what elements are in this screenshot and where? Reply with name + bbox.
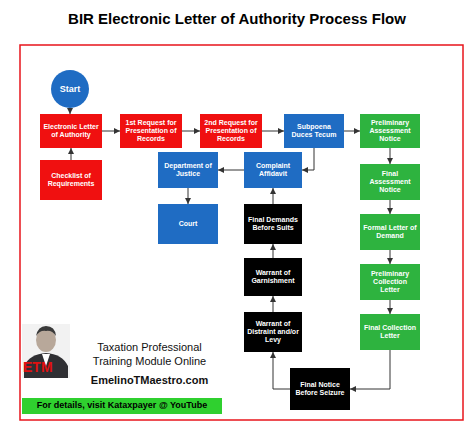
red-frame (20, 45, 463, 420)
node-text: Electronic Letter of Authority (43, 123, 99, 139)
node-text: 2nd Request for Presentation of Records (203, 119, 259, 143)
process-box: Warrant of Distraint and/or Levy (244, 312, 302, 352)
process-box: Subpoena Duces Tecum (284, 114, 344, 148)
node-text: Start (60, 84, 81, 94)
logo-hair (36, 326, 56, 336)
node-text: Complaint Affidavit (247, 162, 299, 178)
flow-arrow (262, 131, 284, 132)
process-box: 2nd Request for Presentation of Records (200, 114, 262, 148)
node-text: Subpoena Duces Tecum (287, 123, 341, 139)
website-note: EmelinoTMaestro.com (82, 374, 217, 388)
process-box: Formal Letter of Demand (360, 214, 420, 250)
node-text: Formal Letter of Demand (363, 224, 417, 240)
flow-arrow (273, 296, 274, 312)
flow-arrow (344, 131, 360, 132)
node-text: Preliminary Collection Letter (363, 270, 417, 294)
process-box: Checklist of Requirements (40, 160, 102, 200)
node-text: Department of Justice (161, 162, 215, 178)
green-banner (22, 398, 222, 414)
flow-arrow (390, 200, 391, 214)
flow-arrow (350, 350, 390, 389)
process-box: Complaint Affidavit (244, 152, 302, 188)
node-text: Preliminary Assessment Notice (363, 119, 417, 143)
process-box: Final Collection Letter (360, 314, 420, 350)
process-box: Warrant of Garnishment (244, 258, 302, 296)
diagram-title: BIR Electronic Letter of Authority Proce… (0, 10, 474, 27)
node-text: Court (179, 220, 198, 228)
node-text: 1st Request for Presentation of Records (123, 119, 179, 143)
process-box: 1st Request for Presentation of Records (120, 114, 182, 148)
flow-arrow (218, 170, 244, 171)
flow-arrow (390, 250, 391, 264)
flow-arrow (71, 148, 72, 160)
process-box: Final Notice Before Seizure (290, 368, 350, 410)
flow-arrow (70, 108, 71, 114)
circle-shape (51, 70, 89, 108)
node-text: Warrant of Distraint and/or Levy (247, 320, 299, 344)
process-box: Final Assessment Notice (360, 164, 420, 200)
flow-arrow (302, 148, 314, 170)
flow-arrow (102, 131, 120, 132)
flow-arrow (390, 148, 391, 164)
logo-text: ETM (23, 359, 71, 377)
process-box: Preliminary Collection Letter (360, 264, 420, 300)
process-box: Electronic Letter of Authority (40, 114, 102, 148)
flow-arrow (390, 300, 391, 314)
flow-arrow (273, 352, 290, 389)
node-text: Final Collection Letter (363, 324, 417, 340)
banner-note: For details, visit Kataxpayer @ YouTube (22, 400, 222, 411)
node-text: Warrant of Garnishment (247, 269, 299, 285)
node-text: Final Notice Before Seizure (293, 381, 347, 397)
node-text: Final Demands Before Suits (247, 216, 299, 232)
node-text: Final Assessment Notice (363, 170, 417, 194)
subtitle-note: Taxation Professional Training Module On… (82, 341, 217, 369)
flow-arrow (182, 131, 200, 132)
flow-arrow (273, 188, 274, 204)
process-box: Final Demands Before Suits (244, 204, 302, 244)
start-circle: Start (51, 70, 89, 108)
flow-arrow (273, 244, 274, 258)
logo-photo-background (22, 324, 70, 378)
node-text: Checklist of Requirements (43, 172, 99, 188)
flow-arrow (188, 188, 189, 204)
process-box: Department of Justice (158, 152, 218, 188)
process-box: Court (158, 204, 218, 244)
process-box: Preliminary Assessment Notice (360, 114, 420, 148)
